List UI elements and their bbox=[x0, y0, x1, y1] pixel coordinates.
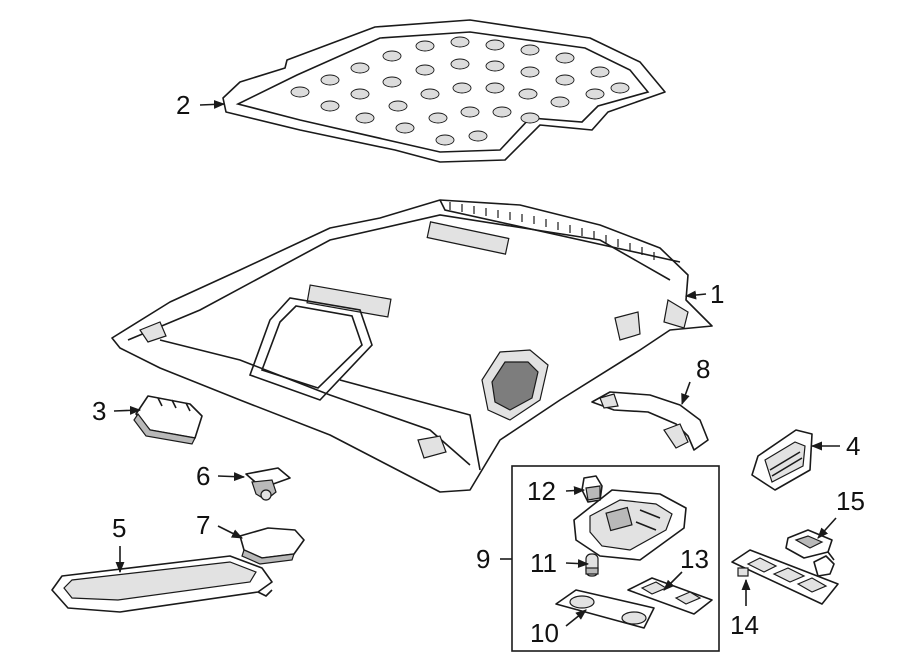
callout-2: 2 bbox=[176, 90, 190, 120]
headliner-edge-tabs bbox=[449, 202, 655, 260]
callout-9: 9 bbox=[476, 544, 490, 574]
leader-12 bbox=[565, 486, 586, 496]
callout-14: 14 bbox=[730, 610, 759, 640]
part-5-sunshade bbox=[51, 555, 273, 613]
callout-3: 3 bbox=[92, 396, 106, 426]
part-13-lens bbox=[627, 577, 713, 615]
leader-6 bbox=[217, 472, 246, 482]
callout-15: 15 bbox=[836, 486, 865, 516]
callout-11: 11 bbox=[530, 548, 557, 578]
part-9-dome-lamp-box bbox=[511, 465, 720, 652]
part-2-insulation-pad bbox=[222, 19, 666, 163]
part-14-bezel bbox=[731, 549, 839, 605]
leader-1 bbox=[684, 290, 707, 300]
leader-10 bbox=[565, 609, 587, 627]
leader-13 bbox=[663, 571, 683, 591]
leader-8 bbox=[681, 381, 691, 406]
leader-15 bbox=[817, 517, 837, 539]
part-6-clip bbox=[245, 467, 291, 501]
part-10-lens bbox=[555, 589, 655, 629]
leader-3 bbox=[113, 405, 142, 415]
callout-7: 7 bbox=[196, 510, 210, 540]
leader-7 bbox=[217, 525, 244, 539]
callout-numbers: 1 2 3 4 5 6 7 8 9 10 11 12 13 14 15 bbox=[92, 90, 865, 648]
part-11-bulb bbox=[585, 553, 599, 577]
callout-4: 4 bbox=[846, 431, 860, 461]
callout-1: 1 bbox=[710, 279, 724, 309]
part-8-grab-handle bbox=[591, 391, 709, 451]
leader-11 bbox=[565, 559, 590, 569]
part-1-headliner bbox=[111, 199, 713, 493]
part-12-switch bbox=[581, 475, 603, 503]
part-3-bracket bbox=[133, 395, 203, 445]
leader-2 bbox=[199, 99, 226, 109]
pad-bumps-pattern bbox=[290, 36, 630, 146]
callout-8: 8 bbox=[696, 354, 710, 384]
leader-lines bbox=[113, 99, 840, 627]
callout-5: 5 bbox=[112, 513, 126, 543]
callout-13: 13 bbox=[680, 544, 709, 574]
callout-10: 10 bbox=[530, 618, 559, 648]
part-4-bracket bbox=[751, 429, 813, 491]
part-7-lamp-cover bbox=[239, 527, 305, 565]
callout-6: 6 bbox=[196, 461, 210, 491]
callout-12: 12 bbox=[527, 476, 556, 506]
